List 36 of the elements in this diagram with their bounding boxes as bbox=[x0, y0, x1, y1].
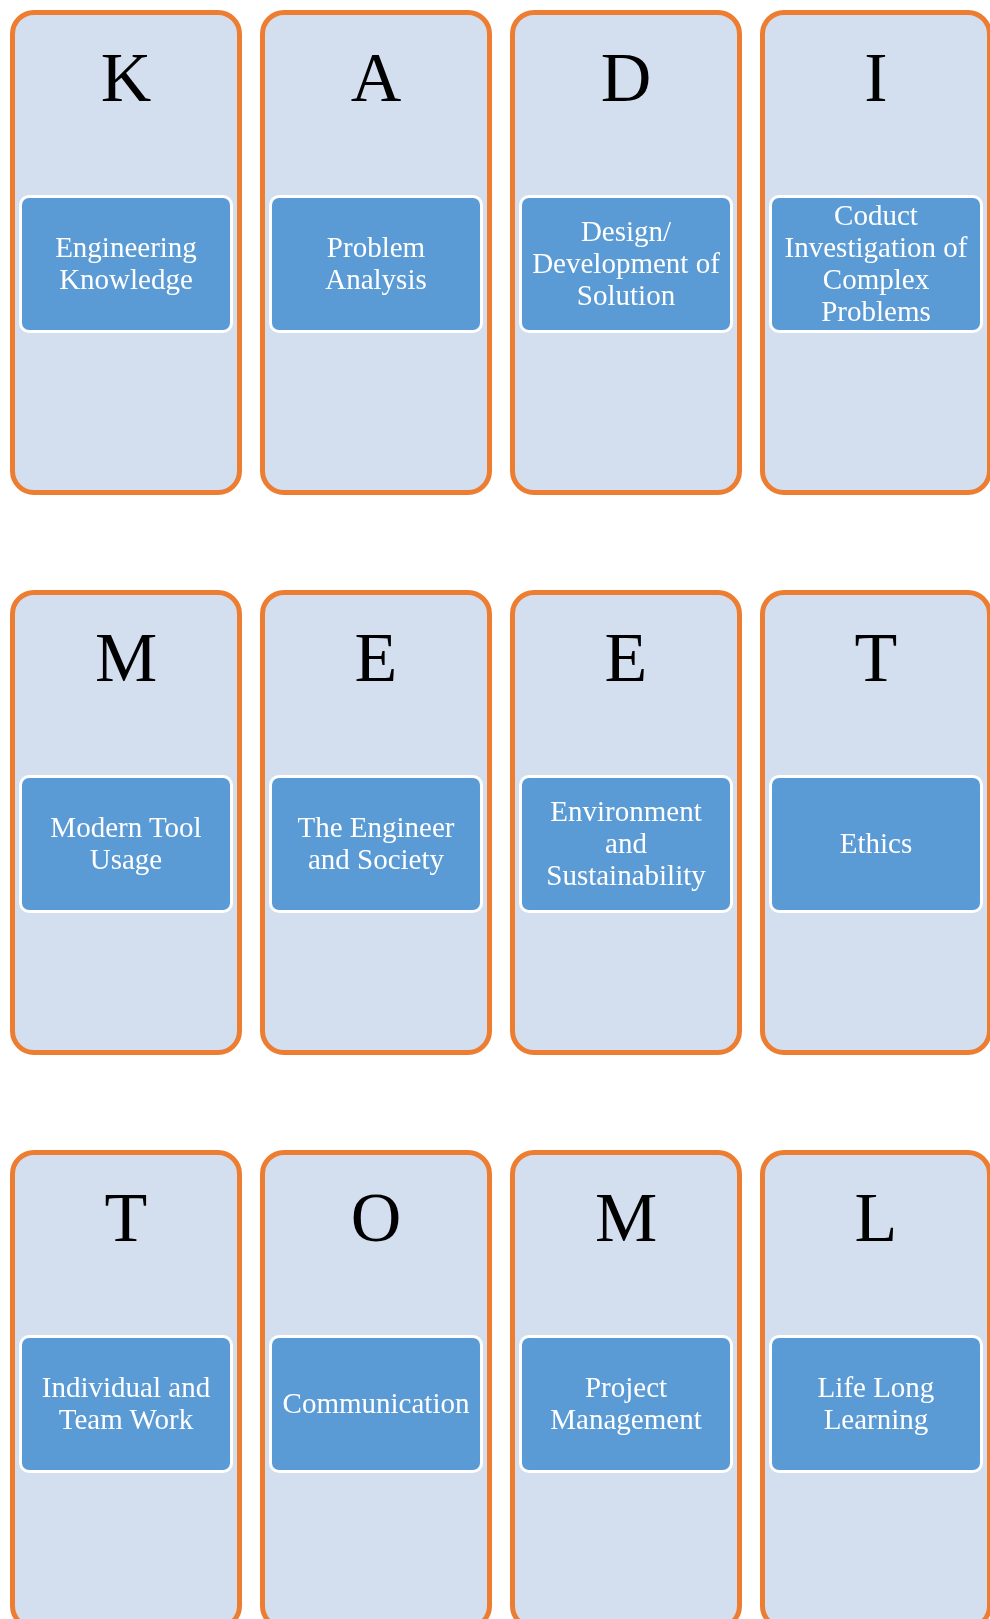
card-letter: E bbox=[353, 623, 399, 693]
outcome-box: Communication bbox=[269, 1335, 483, 1473]
card bbox=[10, 590, 242, 1055]
outcome-box: Design/ Development of Solution bbox=[519, 195, 733, 333]
card bbox=[760, 1150, 990, 1619]
outcome-box: Engineering Knowledge bbox=[19, 195, 233, 333]
card bbox=[260, 1150, 492, 1619]
card bbox=[510, 10, 742, 495]
card-letter: M bbox=[93, 623, 159, 693]
card-letter: O bbox=[349, 1183, 403, 1253]
card-letter: E bbox=[603, 623, 649, 693]
outcome-box: Life Long Learning bbox=[769, 1335, 983, 1473]
card-letter: A bbox=[349, 43, 403, 113]
card bbox=[760, 10, 990, 495]
card-letter: L bbox=[853, 1183, 899, 1253]
outcome-box: The Engineer and Society bbox=[269, 775, 483, 913]
card bbox=[510, 590, 742, 1055]
card-letter: M bbox=[593, 1183, 659, 1253]
outcome-box: Environment and Sustainability bbox=[519, 775, 733, 913]
card-letter: T bbox=[853, 623, 899, 693]
card bbox=[10, 1150, 242, 1619]
card-letter: K bbox=[99, 43, 153, 113]
card bbox=[260, 590, 492, 1055]
outcome-box: Problem Analysis bbox=[269, 195, 483, 333]
outcome-box: Modern Tool Usage bbox=[19, 775, 233, 913]
card bbox=[760, 590, 990, 1055]
card bbox=[10, 10, 242, 495]
outcome-box: Coduct Investigation of Complex Problems bbox=[769, 195, 983, 333]
outcome-box: Project Management bbox=[519, 1335, 733, 1473]
card-letter: T bbox=[103, 1183, 149, 1253]
card bbox=[510, 1150, 742, 1619]
card-letter: D bbox=[599, 43, 653, 113]
outcome-box: Ethics bbox=[769, 775, 983, 913]
card-letter: I bbox=[863, 43, 889, 113]
outcome-box: Individual and Team Work bbox=[19, 1335, 233, 1473]
card bbox=[260, 10, 492, 495]
